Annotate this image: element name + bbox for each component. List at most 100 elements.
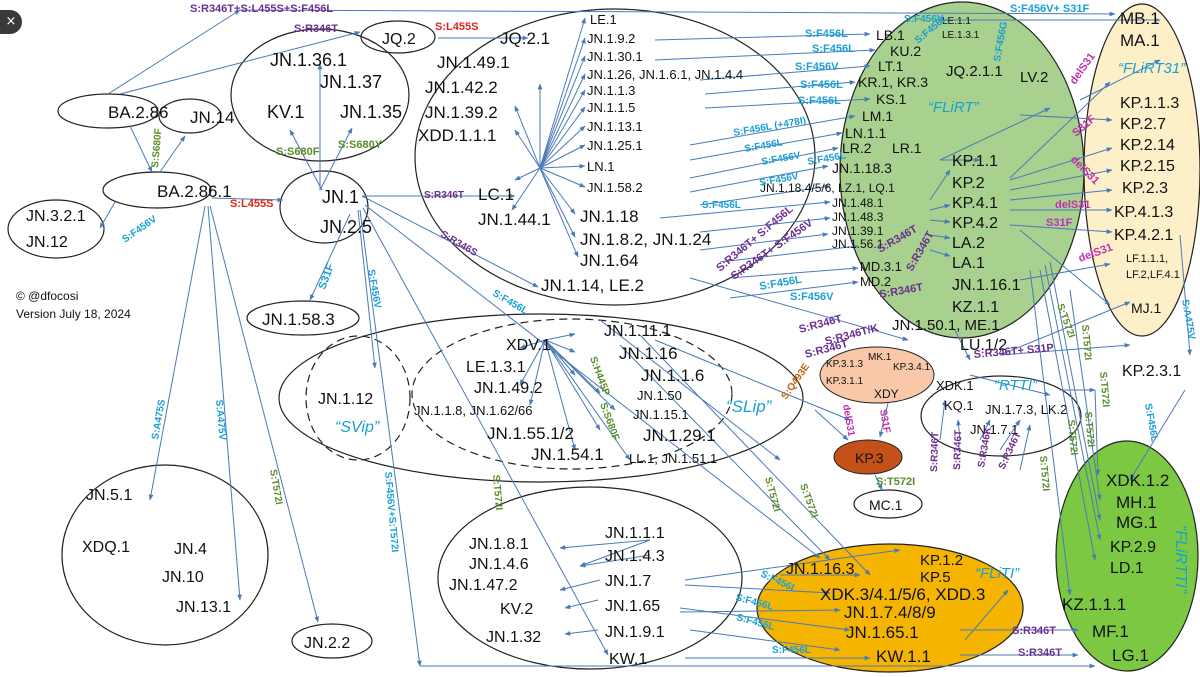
node-kp29: KP.2.9 (1110, 539, 1156, 556)
node-lv2: LV.2 (1020, 69, 1048, 86)
node-kp3: KP.3 (855, 450, 884, 466)
node-jn1131: JN.1.13.1 (587, 119, 643, 134)
node-ln11: LN.1.1 (845, 125, 886, 141)
group-label-slip: “SLip” (726, 397, 773, 416)
node-lr2: LR.2 (842, 140, 872, 156)
node-jn17: JN.1.7 (605, 573, 651, 590)
mut-m-t572i-f3: S:T572I (1097, 371, 1111, 408)
mut-m-dels31-c: delS31 (1055, 199, 1090, 211)
node-jn1551: JN.1.55.1/2 (487, 424, 574, 443)
node-jn1583: JN.1.58.3 (262, 310, 335, 329)
node-jn146: JN.1.4.6 (469, 556, 529, 573)
node-ku2: KU.2 (890, 43, 921, 59)
mut-m-f456l-47: S:F456L (+478I) (733, 115, 807, 139)
mut-m-t572i-f5: S:T572I (1037, 455, 1051, 492)
node-kv1: KV.1 (267, 102, 304, 122)
mut-m-f456v-t572i: S:F456V+S:T572I (382, 471, 400, 553)
mut-m-f456v-s31f: S:F456V+ S31F (1010, 3, 1089, 15)
mut-m-h445p: S:H445P (587, 355, 611, 397)
node-kp27: KP.2.7 (1120, 116, 1166, 133)
ba2861-node-shape (102, 171, 212, 209)
mut-m-r346t-mf1: S:R346T (1012, 625, 1056, 637)
mut-m-f456v-left: S:F456V (120, 214, 159, 246)
node-jn137: JN.1.37 (320, 72, 382, 92)
jn14-node-shape (158, 98, 222, 134)
mut-m-l455s-mid: S:L455S (230, 198, 273, 210)
node-le131b: LE.1.3.1 (466, 359, 526, 376)
node-jn173: JN.1.7.3, LK.2 (985, 402, 1067, 417)
mut-m-r346t-lg1: S:R346T (1018, 647, 1062, 659)
mut-m-s31f-c: S31F (1046, 217, 1073, 229)
node-lc1: LC.1 (478, 185, 514, 204)
node-kv2: KV.2 (500, 601, 533, 618)
node-mh1: MH.1 (1116, 493, 1157, 512)
node-jn132: JN.1.32 (486, 629, 541, 646)
node-mk1: MK.1 (868, 352, 892, 363)
node-kp313: KP.3.1.3 (826, 359, 864, 370)
mut-m-f456l-b4: S:F456L (772, 645, 811, 656)
mut-m-s680f-a: S:S680F (150, 128, 164, 168)
node-kw11: KW.1.1 (876, 647, 931, 666)
mut-m-f456l-2: S:F456L (812, 43, 855, 55)
node-kp413: KP.4.1.3 (1114, 204, 1173, 221)
jn51-group (61, 464, 269, 646)
node-kp23: KP.2.3 (1122, 180, 1168, 197)
kp31-group (819, 346, 935, 404)
node-jn171: JN.1.7.1 (970, 422, 1018, 437)
node-jq211: JQ.2.1.1 (946, 63, 1003, 80)
node-ln1: LN.1 (587, 159, 614, 174)
node-lt1: LT.1 (878, 58, 904, 74)
node-jn1441: JN.1.44.1 (478, 210, 551, 229)
node-le131: LE.1.3.1 (942, 30, 980, 41)
node-la1: LA.1 (952, 255, 985, 272)
node-jn14: JN.14 (190, 108, 234, 127)
fliti-group (756, 543, 1024, 673)
mut-m-top1: S:R346T+S:L455S+S:F456L (190, 3, 333, 15)
node-jn321: JN.3.2.1 (26, 208, 86, 225)
node-jn1481: JN.1.48.1 (832, 196, 884, 210)
node-md31: MD.3.1 (860, 259, 902, 274)
node-jn118: JN.1.18 (580, 207, 639, 226)
mut-m-r346t-b1: S:R346T (929, 432, 941, 472)
node-kp2: KP.2 (952, 175, 985, 192)
node-jn165: JN.1.65 (605, 598, 660, 615)
node-kp113: KP.1.1.3 (1120, 95, 1179, 112)
node-jn116: JN.1.16 (619, 344, 678, 363)
node-kz11: KZ.1.1 (952, 299, 999, 316)
node-jn1541: JN.1.54.1 (531, 445, 604, 464)
node-kp42: KP.4.2 (952, 215, 998, 232)
credit-version: Version July 18, 2024 (16, 307, 131, 321)
node-lf2: LF.2,LF.4.1 (1126, 269, 1180, 281)
mut-m-s680f-slip: S:S680F (597, 401, 621, 442)
mut-m-s680f-b: S:S680F (276, 146, 320, 158)
mut-m-r346t-lc: S:R346T (424, 190, 464, 201)
mut-m-f456v-1: S:F456V (795, 61, 839, 73)
group-label-flirtti: “FLiRTTI” (1172, 525, 1189, 594)
mut-m-f456l-r: S:F456L (1142, 403, 1160, 443)
node-kp214: KP.2.14 (1120, 137, 1175, 154)
mut-m-t572i-f6: S:T572I (1082, 411, 1096, 448)
mut-m-t572i-m1: S:T572I (762, 476, 782, 513)
mut-m-f456l-4: S:F456L (798, 95, 841, 107)
node-jn114: JN.1.14, LE.2 (541, 276, 644, 295)
rtti-group (920, 375, 1082, 457)
node-mg1: MG.1 (1116, 513, 1158, 532)
node-jn1472: JN.1.47.2 (449, 577, 518, 594)
close-icon[interactable]: × (0, 10, 22, 34)
node-jn51: JN.5.1 (86, 487, 132, 504)
node-lm1: LM.1 (862, 108, 893, 124)
node-kr1: KR.1, KR.3 (858, 74, 928, 90)
mut-m-t572i-m2: S:T572I (797, 482, 820, 519)
node-jn191: JN.1.9.1 (605, 624, 665, 641)
node-kp12: KP.1.2 (920, 552, 963, 569)
node-jn135: JN.1.35 (340, 102, 402, 122)
node-lg1: LG.1 (1112, 646, 1149, 665)
node-ll1: LL.1, JN.1.51.1 (629, 451, 717, 466)
node-jn1491: JN.1.49.1 (437, 53, 510, 72)
node-jn12: JN.12 (26, 234, 68, 251)
node-lf111: LF.1.1.1, (1126, 253, 1168, 265)
group-label-fliti: “FLiTI” (975, 565, 1020, 582)
node-xdq1: XDQ.1 (82, 539, 130, 556)
